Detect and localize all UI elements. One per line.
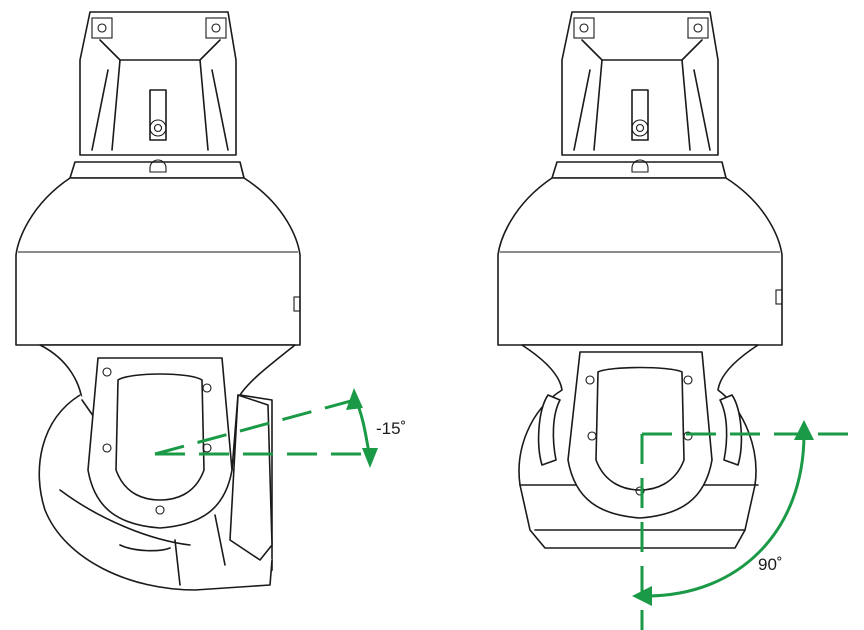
tilt-angle-indicator-left: -15˚ [154, 388, 406, 468]
camera-right: 90˚ [497, 11, 858, 630]
pan-tilt-body-right [518, 344, 759, 549]
dome-housing-left [15, 177, 301, 346]
housing-top-left [69, 159, 245, 179]
arrowhead-top-left [346, 388, 363, 410]
arrowhead-left-right [632, 586, 652, 606]
angle-label-right: 90˚ [758, 555, 783, 574]
angle-label-left: -15˚ [376, 419, 406, 438]
pan-tilt-body-left [38, 344, 296, 591]
arrowhead-bottom-left [362, 448, 378, 468]
camera-left: -15˚ [15, 11, 406, 591]
arrowhead-top-right [794, 420, 814, 440]
dome-housing-right [497, 177, 783, 346]
wall-mount-bracket-right [561, 11, 719, 156]
tilted-reference-line-left [154, 396, 363, 456]
tilt-angle-indicator-right: 90˚ [632, 420, 858, 630]
housing-top-right [551, 159, 727, 179]
wall-mount-bracket-left [79, 11, 237, 156]
angle-arc-right [645, 433, 806, 598]
